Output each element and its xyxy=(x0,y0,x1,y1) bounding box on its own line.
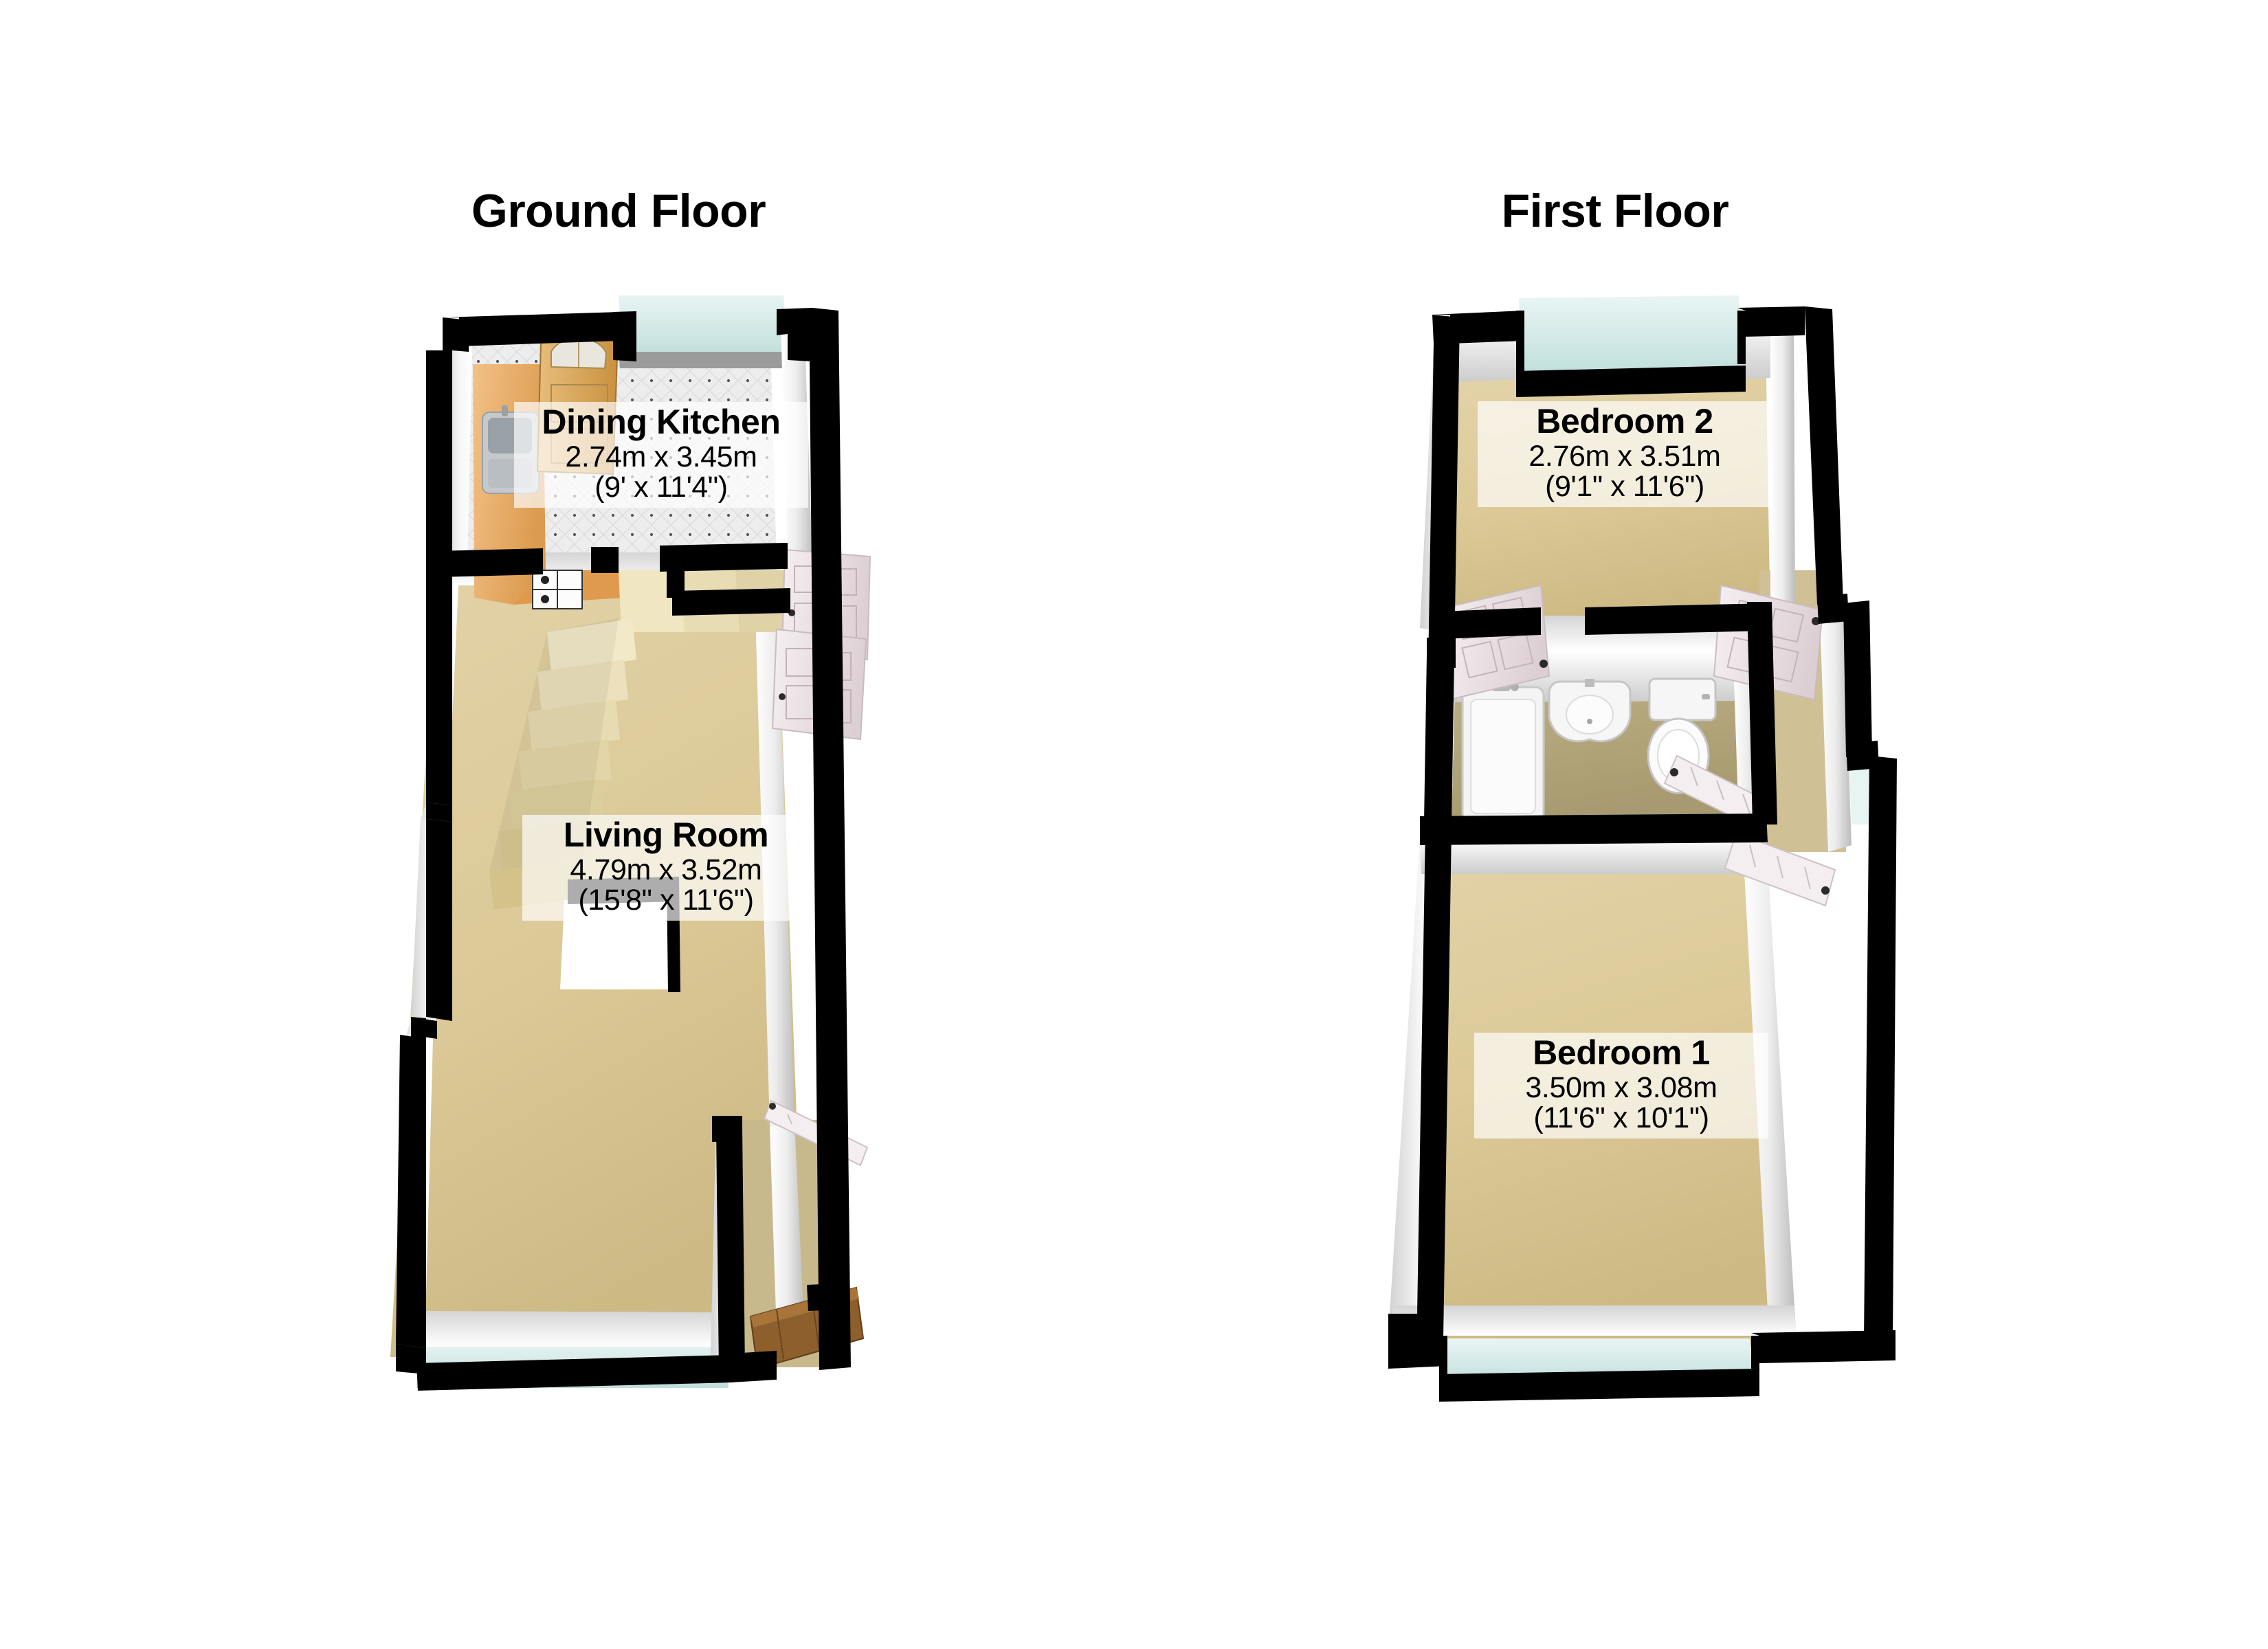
room-imperial: (9'1" x 11'6") xyxy=(1545,469,1704,503)
washbasin xyxy=(1548,679,1632,743)
room-imperial: (15'8" x 11'6") xyxy=(578,883,754,917)
room-name: Living Room xyxy=(563,816,769,854)
kitchen-window xyxy=(619,295,789,368)
room-name: Bedroom 2 xyxy=(1536,402,1713,440)
bedroom1-front-wall xyxy=(1388,1305,1797,1336)
room-label-dining-kitchen: Dining Kitchen 2.74m x 3.45m (9' x 11'4"… xyxy=(514,402,808,508)
room-label-bedroom-2: Bedroom 2 2.76m x 3.51m (9'1" x 11'6") xyxy=(1478,401,1772,508)
room-imperial: (9' x 11'4") xyxy=(594,470,728,504)
room-metric: 2.76m x 3.51m xyxy=(1528,439,1721,473)
living-room-front-wall xyxy=(396,1311,729,1347)
ground-floor-plan xyxy=(390,295,871,1391)
room-metric: 3.50m x 3.08m xyxy=(1525,1070,1717,1104)
bedroom1-back-wall xyxy=(1420,838,1766,874)
landing-right-wall xyxy=(1819,570,1852,852)
bedroom1-door[interactable] xyxy=(1724,831,1836,907)
first-floor-title: First Floor xyxy=(1501,185,1729,237)
bedroom1-right-wall xyxy=(1743,838,1797,1341)
ground-floor-title: Ground Floor xyxy=(471,185,766,237)
bedroom2-right-wall xyxy=(1770,313,1795,632)
room-metric: 2.74m x 3.45m xyxy=(565,440,757,473)
bathtub xyxy=(1461,683,1545,823)
room-imperial: (11'6" x 10'1") xyxy=(1533,1101,1709,1134)
first-floor-walls xyxy=(1388,306,1897,1402)
room-metric: 4.79m x 3.52m xyxy=(570,853,762,886)
room-name: Bedroom 1 xyxy=(1533,1033,1710,1072)
ground-floor-walls xyxy=(396,308,851,1391)
kitchen-hob xyxy=(532,570,583,609)
room-name: Dining Kitchen xyxy=(542,403,781,441)
room-label-bedroom-1: Bedroom 1 3.50m x 3.08m (11'6" x 10'1") xyxy=(1474,1033,1768,1139)
bedroom2-window xyxy=(1519,295,1742,379)
room-label-living-room: Living Room 4.79m x 3.52m (15'8" x 11'6"… xyxy=(522,815,810,921)
